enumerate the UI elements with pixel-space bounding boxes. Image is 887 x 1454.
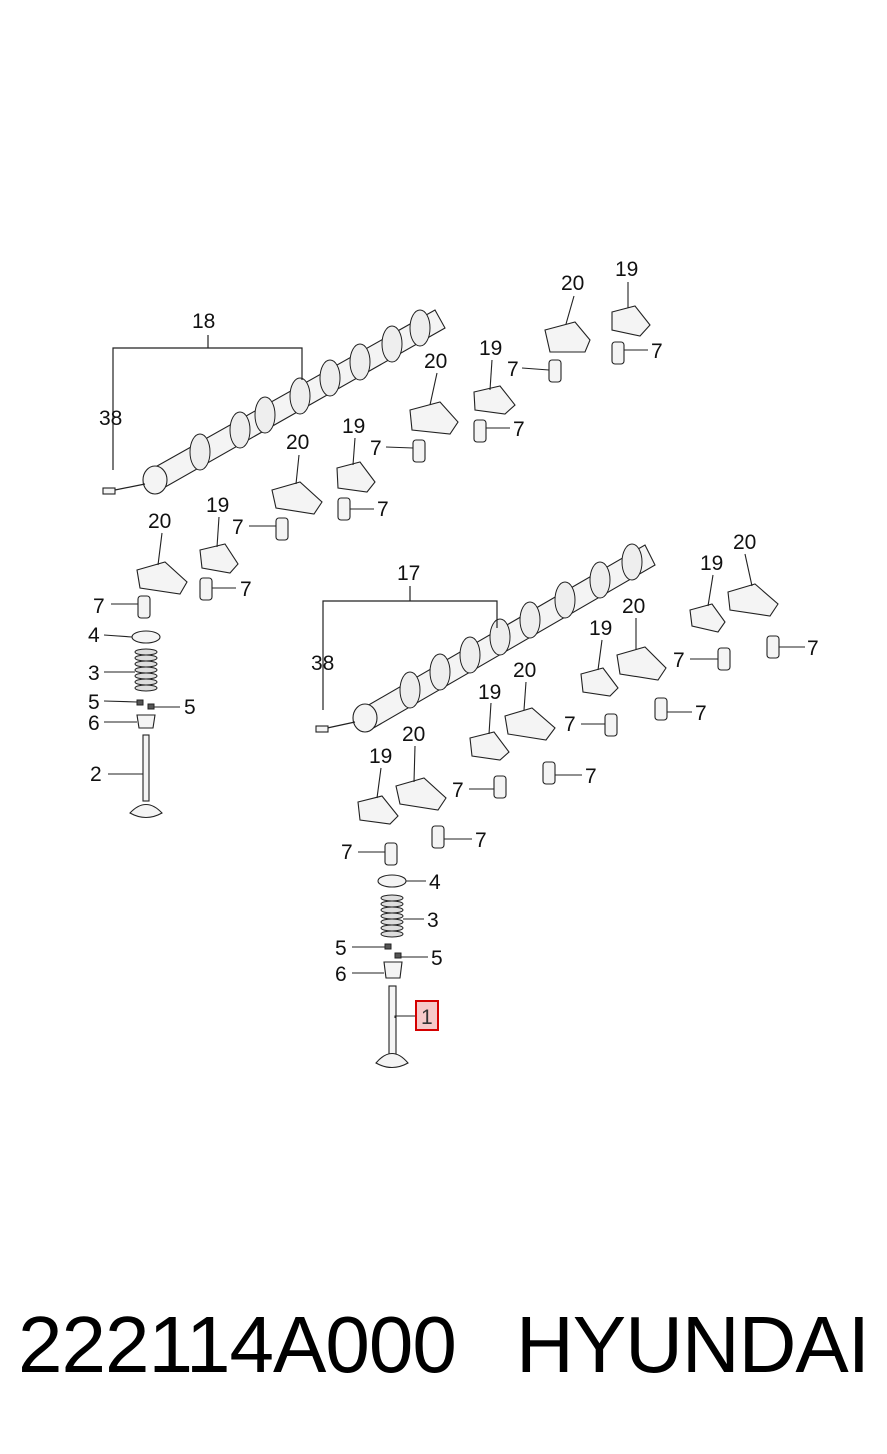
brand-caption: HYUNDAI <box>515 1300 870 1389</box>
camshaft-upper <box>102 309 446 495</box>
callout-6: 6 <box>88 712 100 735</box>
part-number-caption: 222114A000 <box>18 1300 457 1389</box>
callout-38: 38 <box>311 652 334 675</box>
callout-1: 1 <box>421 1006 433 1029</box>
callout-7: 7 <box>240 578 252 601</box>
callout-17: 17 <box>397 562 420 585</box>
callout-20: 20 <box>424 350 447 373</box>
callout-7: 7 <box>673 649 685 672</box>
callout-7: 7 <box>452 779 464 802</box>
callout-5: 5 <box>431 947 443 970</box>
highlight-box <box>415 1000 439 1031</box>
callout-7: 7 <box>370 437 382 460</box>
callout-19: 19 <box>479 337 502 360</box>
callout-20: 20 <box>286 431 309 454</box>
callout-7: 7 <box>651 340 663 363</box>
callout-7: 7 <box>232 516 244 539</box>
callout-7: 7 <box>93 595 105 618</box>
callout-7: 7 <box>695 702 707 725</box>
callout-6: 6 <box>335 963 347 986</box>
bracket-18 <box>112 335 303 470</box>
callout-19: 19 <box>615 258 638 281</box>
callout-5: 5 <box>88 691 100 714</box>
callout-19: 19 <box>342 415 365 438</box>
highlighted-callout-1[interactable]: 1 <box>415 1000 439 1031</box>
exploded-parts-diagram: 18 38 17 38 20 19 7 7 20 19 7 7 20 19 7 … <box>88 258 819 1069</box>
callout-7: 7 <box>513 418 525 441</box>
callout-19: 19 <box>478 681 501 704</box>
callout-5: 5 <box>184 696 196 719</box>
callout-3: 3 <box>427 909 439 932</box>
valve-assembly-right <box>375 874 409 1069</box>
callout-19: 19 <box>369 745 392 768</box>
callout-19: 19 <box>700 552 723 575</box>
valve-assembly-left <box>129 630 163 819</box>
callout-labels: 18 38 17 38 20 19 7 7 20 19 7 7 20 19 7 … <box>88 258 819 1031</box>
bracket-17 <box>322 586 498 710</box>
callout-7: 7 <box>341 841 353 864</box>
callout-7: 7 <box>807 637 819 660</box>
callout-7: 7 <box>585 765 597 788</box>
callout-19: 19 <box>589 617 612 640</box>
leader-lines <box>103 282 805 1018</box>
callout-20: 20 <box>148 510 171 533</box>
callout-7: 7 <box>564 713 576 736</box>
callout-20: 20 <box>561 272 584 295</box>
lash-adjuster-group <box>137 341 780 866</box>
callout-38: 38 <box>99 407 122 430</box>
callout-20: 20 <box>733 531 756 554</box>
callout-20: 20 <box>402 723 425 746</box>
camshaft-lower <box>315 543 656 733</box>
callout-20: 20 <box>513 659 536 682</box>
callout-4: 4 <box>88 624 100 647</box>
callout-7: 7 <box>377 498 389 521</box>
callout-18: 18 <box>192 310 215 333</box>
callout-7: 7 <box>507 358 519 381</box>
callout-4: 4 <box>429 871 441 894</box>
callout-5: 5 <box>335 937 347 960</box>
callout-2: 2 <box>90 763 102 786</box>
callout-20: 20 <box>622 595 645 618</box>
callout-7: 7 <box>475 829 487 852</box>
callout-19: 19 <box>206 494 229 517</box>
callout-3: 3 <box>88 662 100 685</box>
rocker-arm-group <box>136 305 779 825</box>
